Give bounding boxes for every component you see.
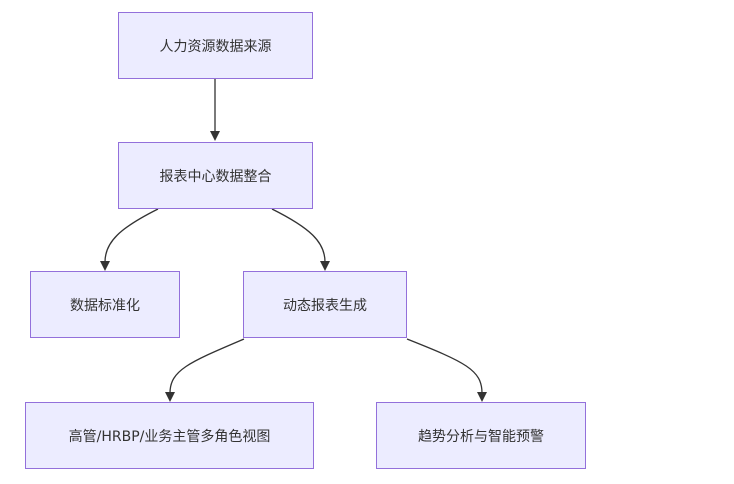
edge-dynamic-report-to-multi-role-view (165, 338, 245, 402)
node-multi-role-view: 高管/HRBP/业务主管多角色视图 (25, 402, 314, 469)
edge-source-to-integration (210, 79, 220, 141)
node-hr-data-source: 人力资源数据来源 (118, 12, 313, 79)
node-label: 高管/HRBP/业务主管多角色视图 (68, 428, 271, 445)
node-data-standardization: 数据标准化 (30, 271, 180, 338)
node-label: 趋势分析与智能预警 (418, 428, 544, 445)
node-dynamic-report-generation: 动态报表生成 (243, 271, 407, 338)
edge-dynamic-report-to-trend-analysis (406, 338, 487, 402)
edge-integration-to-dynamic-report (271, 208, 330, 271)
edge-integration-to-standardization (100, 208, 159, 271)
node-label: 动态报表生成 (283, 297, 367, 314)
node-label: 数据标准化 (70, 297, 140, 314)
node-trend-analysis-alert: 趋势分析与智能预警 (376, 402, 586, 469)
node-label: 人力资源数据来源 (159, 38, 272, 55)
node-label: 报表中心数据整合 (159, 168, 272, 185)
node-report-center-integration: 报表中心数据整合 (118, 142, 313, 209)
